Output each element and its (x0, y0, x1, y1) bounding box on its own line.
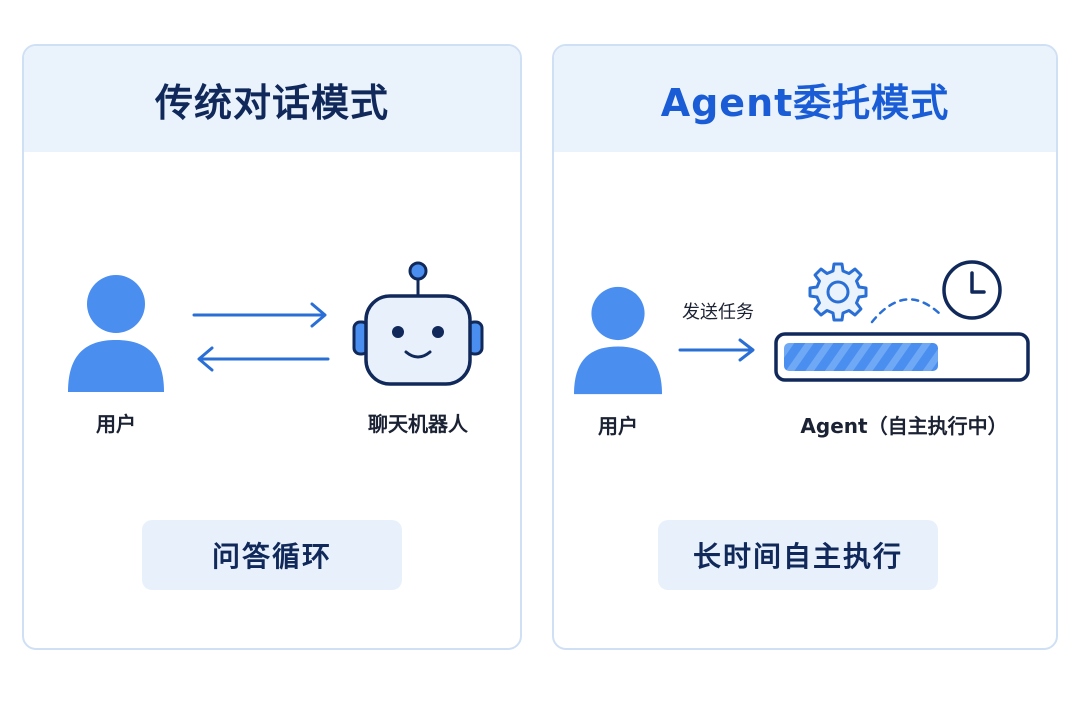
exchange-arrows-icon (192, 302, 330, 372)
long-autonomous-badge: 长时间自主执行 (658, 520, 938, 590)
send-task-label: 发送任务 (682, 302, 754, 323)
user-label: 用户 (96, 412, 136, 436)
panel-title: 传统对话模式 (24, 46, 520, 152)
panel-title: Agent委托模式 (554, 46, 1056, 152)
progress-arc-icon (870, 298, 944, 324)
send-arrow-icon (678, 338, 755, 362)
user-label: 用户 (598, 414, 638, 438)
agent-progress-bar (774, 332, 1030, 382)
robot-icon (352, 261, 484, 386)
clock-icon (942, 260, 1002, 320)
chatbot-label: 聊天机器人 (368, 412, 468, 436)
gear-icon (808, 262, 868, 322)
agent-status-label: Agent（自主执行中） (800, 414, 1008, 438)
agent-mode-panel: Agent委托模式 用户 发送任务 Agent (552, 44, 1058, 650)
qa-loop-badge: 问答循环 (142, 520, 402, 590)
user-icon (68, 275, 164, 392)
user-icon (574, 286, 662, 395)
traditional-mode-panel: 传统对话模式 用户 聊天机器人 问答循环 (22, 44, 522, 650)
